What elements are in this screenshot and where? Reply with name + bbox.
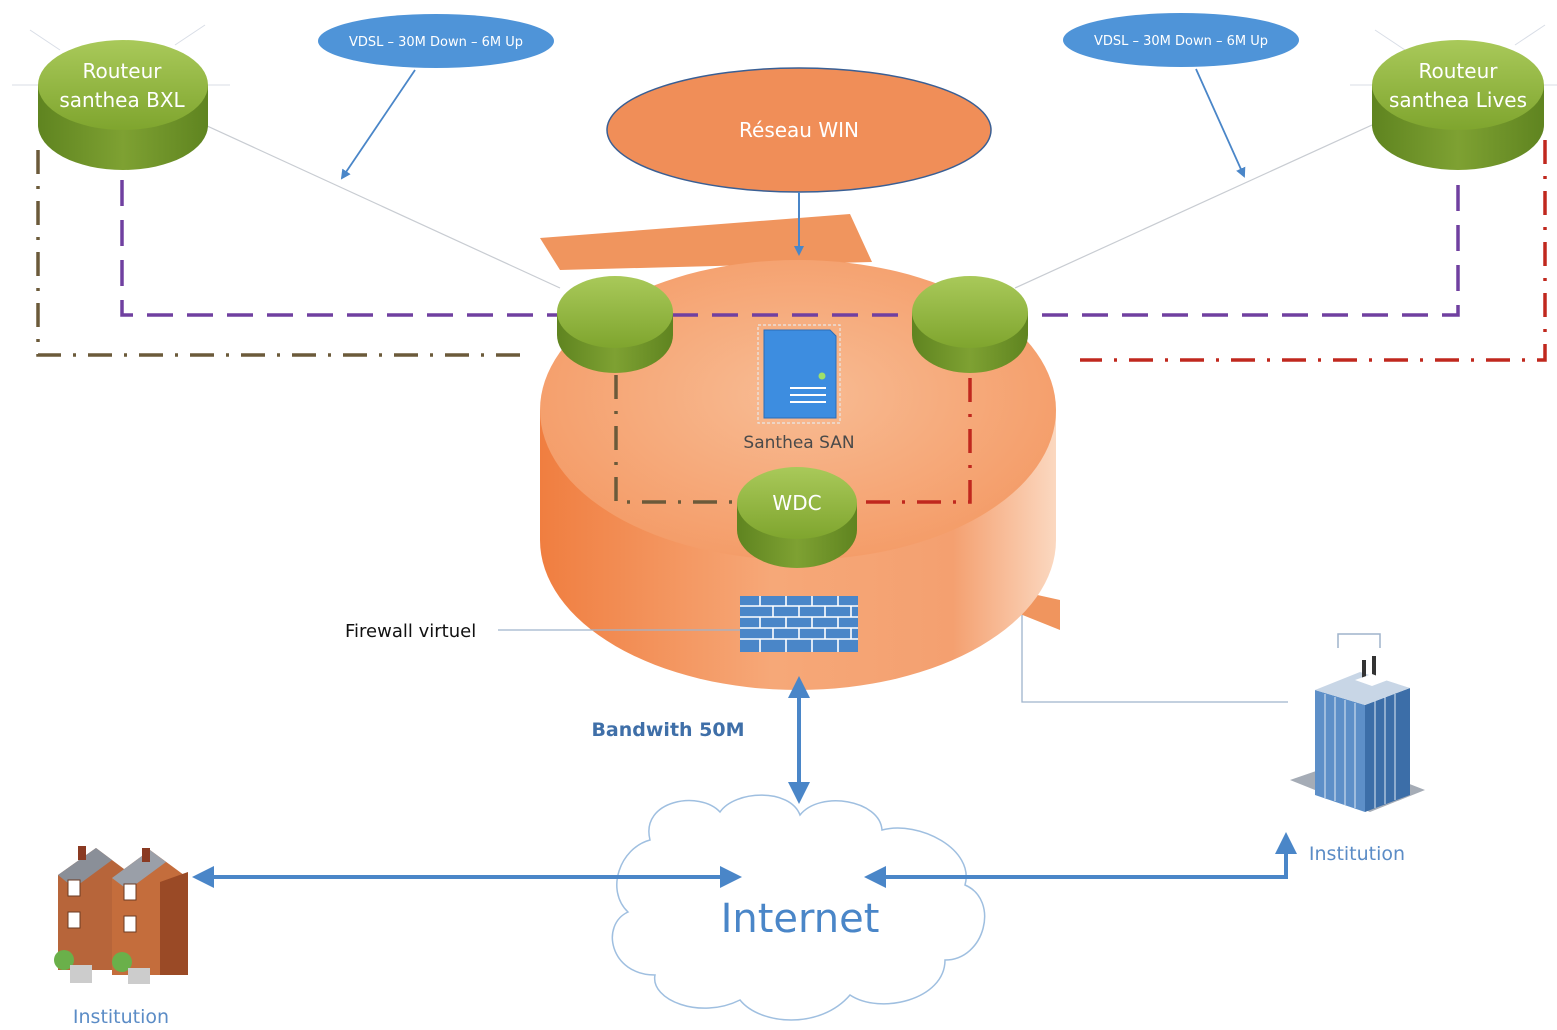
wdc-node: WDC bbox=[737, 467, 857, 568]
internet-cloud: Internet bbox=[611, 794, 986, 1021]
link-center-to-building bbox=[1021, 615, 1288, 703]
router-bxl: Routeur santhea BXL bbox=[38, 40, 208, 170]
center-router-right bbox=[912, 276, 1028, 373]
firewall-label: Firewall virtuel bbox=[345, 621, 476, 642]
firewall-icon bbox=[740, 596, 858, 652]
office-building-icon bbox=[1290, 633, 1425, 812]
vdsl-left-label: VDSL – 30M Down – 6M Up bbox=[349, 35, 523, 50]
vdsl-right-label: VDSL – 30M Down – 6M Up bbox=[1094, 34, 1268, 49]
vdsl-left: VDSL – 30M Down – 6M Up bbox=[318, 14, 554, 180]
san-server-icon bbox=[757, 324, 841, 424]
router-rays bbox=[12, 24, 1557, 86]
san-label: Santhea SAN bbox=[743, 433, 854, 453]
router-lives-line1: Routeur bbox=[1419, 59, 1499, 83]
center-flap-top bbox=[540, 214, 872, 270]
bandwidth-label: Bandwith 50M bbox=[591, 719, 744, 741]
router-bxl-line2: santhea BXL bbox=[59, 88, 185, 112]
center-router-left bbox=[557, 276, 673, 373]
arrow-institution-right bbox=[864, 832, 1297, 888]
institution-right-label: Institution bbox=[1309, 843, 1405, 865]
router-lives: Routeur santhea Lives bbox=[1372, 40, 1544, 170]
link-bxl-to-center bbox=[204, 124, 561, 289]
router-lives-line2: santhea Lives bbox=[1389, 88, 1527, 112]
internet-label: Internet bbox=[721, 896, 880, 942]
wdc-label: WDC bbox=[772, 491, 821, 515]
router-bxl-line1: Routeur bbox=[83, 59, 163, 83]
reseau-win: Réseau WIN bbox=[606, 67, 992, 256]
institution-left-label: Institution bbox=[73, 1006, 169, 1028]
houses-icon bbox=[54, 846, 188, 984]
dashed-links bbox=[36, 140, 1547, 504]
vdsl-right: VDSL – 30M Down – 6M Up bbox=[1063, 13, 1299, 178]
link-lives-to-center bbox=[1014, 124, 1373, 289]
reseau-win-label: Réseau WIN bbox=[739, 118, 859, 142]
